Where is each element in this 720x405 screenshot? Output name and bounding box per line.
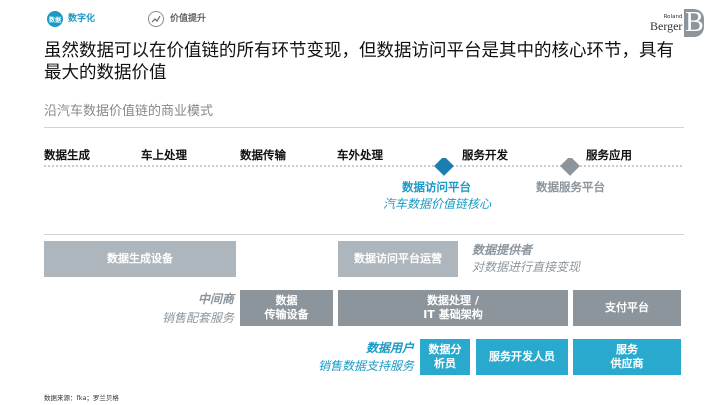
stage-data-generation: 数据生成 [44, 148, 90, 162]
data-access-platform-subtitle: 汽车数据价值链核心 [383, 197, 492, 211]
stage-onboard-processing: 车上处理 [141, 148, 187, 162]
logo-line2: Berger [650, 19, 683, 33]
intermediary-title: 中间商 [197, 292, 234, 306]
provider-desc: 对数据进行直接变现 [472, 260, 581, 274]
digital-tab-icon[interactable]: 数据 [47, 11, 63, 27]
data-access-platform-label: 数据访问平台 [402, 180, 471, 194]
logo-mark: B [684, 9, 705, 37]
box-service-developer: 服务开发人员 [476, 339, 568, 375]
growth-chart-icon[interactable] [148, 11, 164, 27]
stage-offboard-processing: 车外处理 [337, 148, 383, 162]
box-transmission-device: 数据 传输设备 [240, 290, 333, 326]
roland-berger-logo: Roland Berger B [650, 9, 705, 37]
tab-digital[interactable]: 数字化 [68, 14, 96, 24]
data-service-platform-label: 数据服务平台 [536, 180, 605, 194]
box-access-platform-ops: 数据访问平台运营 [338, 241, 458, 277]
provider-title: 数据提供者 [472, 243, 533, 257]
subtitle-divider [44, 127, 684, 128]
page-subtitle: 沿汽车数据价值链的商业模式 [44, 104, 214, 119]
tab-value-increase[interactable]: 价值提升 [170, 14, 207, 24]
stage-service-application: 服务应用 [586, 148, 632, 162]
box-service-supplier: 服务 供应商 [573, 339, 681, 375]
page-title: 虽然数据可以在价值链的所有环节变现，但数据访问平台是其中的核心环节，具有最大的数… [44, 41, 674, 83]
stage-service-development: 服务开发 [462, 148, 508, 162]
service-platform-marker [560, 158, 580, 176]
box-data-analyst: 数据分 析员 [420, 339, 470, 375]
box-processing-infra: 数据处理 / IT 基础架构 [338, 290, 568, 326]
intermediary-desc: 销售配套服务 [161, 311, 234, 325]
section-divider [44, 234, 684, 235]
value-chain-axis [44, 158, 684, 176]
box-payment-platform: 支付平台 [573, 290, 681, 326]
data-user-desc: 销售数据支持服务 [317, 359, 414, 373]
stage-data-transmission: 数据传输 [240, 148, 286, 162]
data-user-title: 数据用户 [365, 341, 414, 355]
logo-line1: Roland [663, 14, 683, 20]
chart-icon [151, 15, 161, 23]
access-platform-marker [434, 158, 454, 176]
box-data-generation-device: 数据生成设备 [44, 241, 236, 277]
source-footnote: 数据来源：fka；罗兰贝格 [44, 394, 119, 402]
